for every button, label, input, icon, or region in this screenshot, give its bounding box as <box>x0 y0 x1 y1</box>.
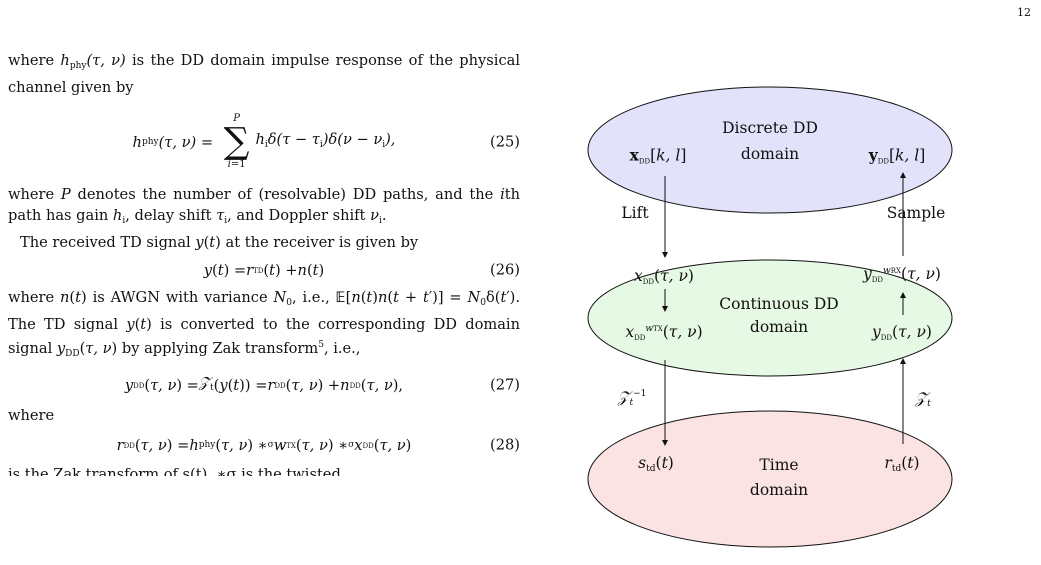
diagram-canvas <box>587 86 953 548</box>
equation-number: (28) <box>490 436 520 454</box>
equation-number: (27) <box>490 376 520 394</box>
equation-number: (26) <box>490 261 520 279</box>
y-dd-label: ydd(τ, ν) <box>872 323 932 343</box>
s-td-label: std(t) <box>638 454 674 474</box>
r-td-label: rtd(t) <box>884 454 920 474</box>
clipped-line: is the Zak transform of s(t), ∗σ is the … <box>8 466 341 476</box>
text-column: where hphy(τ, ν) is the DD domain impuls… <box>8 50 520 476</box>
domain-diagram: Discrete DD domain xdd[k, l] ydd[k, l] L… <box>580 60 960 565</box>
x-dd-kl-label: xdd[k, l] <box>629 145 687 167</box>
x-dd-label: xdd(τ, ν) <box>634 267 694 287</box>
discrete-dd-title-2: domain <box>740 145 800 163</box>
continuous-dd-title-1: Continuous DD <box>719 295 839 313</box>
paragraph-where: where <box>8 407 55 424</box>
lift-label: Lift <box>621 204 649 222</box>
discrete-dd-title-1: Discrete DD <box>722 119 818 137</box>
summation: P ∑ i=1 <box>223 113 250 170</box>
sample-label: Sample <box>886 204 946 222</box>
zak-label: 𝒵t <box>915 389 931 409</box>
time-domain-title-1: Time <box>759 456 799 474</box>
time-domain-ellipse <box>587 410 953 548</box>
page-number: 12 <box>1017 6 1031 19</box>
paragraph-received: The received TD signal y(t) at the recei… <box>20 234 419 251</box>
paragraph-h-phy: where hphy(τ, ν) is the DD domain impuls… <box>8 52 520 96</box>
zak-inverse-label: 𝒵t−1 <box>617 388 647 408</box>
y-dd-wrx-label: yddwrx(τ, ν) <box>863 265 941 285</box>
time-domain-title-2: domain <box>749 481 809 499</box>
paragraph-paths: where P denotes the number of (resolvabl… <box>8 186 520 226</box>
continuous-dd-ellipse <box>587 259 953 377</box>
discrete-dd-ellipse <box>587 86 953 214</box>
y-dd-kl-label: ydd[k, l] <box>868 145 926 167</box>
continuous-dd-title-2: domain <box>749 318 809 336</box>
x-dd-wtx-label: xddwtx(τ, ν) <box>625 323 703 343</box>
paragraph-awgn: where n(t) is AWGN with variance N0, i.e… <box>8 289 521 359</box>
equation-number: (25) <box>490 133 520 151</box>
